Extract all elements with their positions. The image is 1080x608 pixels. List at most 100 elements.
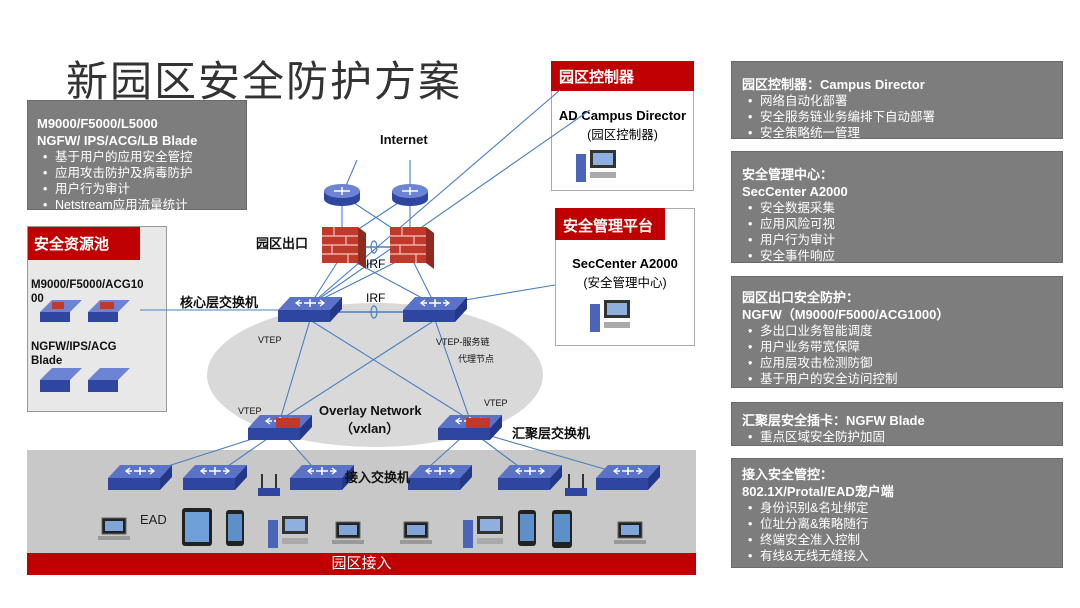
seccenter-server-icon [590, 300, 630, 332]
secmgmt-sub: (安全管理中心) [583, 276, 667, 290]
right-box-heading: 园区出口安全防护： [742, 290, 860, 305]
right-box-heading-2: 802.1X/Protal/EAD宠户端 [742, 484, 894, 499]
list-item: 安全策略统一管理 [748, 125, 1052, 141]
pool-device-icon [40, 300, 130, 322]
blade-info-box: M9000/F5000/L5000 NGFW/ IPS/ACG/LB Blade… [27, 100, 247, 213]
list-item: 安全事件响应 [748, 248, 1052, 264]
controller-header: 园区控制器 [551, 61, 694, 91]
ead-label: EAD [140, 512, 167, 527]
firewall-icon [321, 226, 367, 270]
right-box-heading: 安全管理中心： [742, 167, 834, 182]
controller-panel: 园区控制器 AD Campus Director (园区控制器) [551, 61, 694, 191]
right-box-aggregation: 汇聚层安全插卡：NGFW Blade 重点区域安全防护加固 [731, 402, 1063, 446]
security-pool-header: 安全资源池 [28, 227, 140, 260]
vtep-core-left-label: VTEP [258, 335, 282, 345]
right-box-exit: 园区出口安全防护： NGFW（M9000/F5000/ACG1000） 多出口业… [731, 276, 1063, 388]
access-switch-icon [407, 464, 473, 491]
vtep-core-right-label-2: 代理节点 [458, 354, 495, 364]
wireless-ap-icon [258, 474, 280, 496]
core-switch-icon [402, 296, 468, 323]
list-item: 基于用户的安全访问控制 [748, 371, 1052, 387]
irf-label-1: IRF [366, 257, 386, 271]
right-box-seccenter: 安全管理中心： SecCenter A2000 安全数据采集 应用风险可视 用户… [731, 151, 1063, 264]
laptop-icon [399, 521, 433, 545]
router-icon [323, 183, 361, 207]
campus-exit-label: 园区出口 [256, 236, 309, 251]
list-item: 网络自动化部署 [748, 93, 1052, 109]
blade-info-heading-2: NGFW/ IPS/ACG/LB Blade [37, 133, 198, 148]
pool-blade-icon [40, 368, 130, 392]
right-box-list: 重点区域安全防护加固 [742, 429, 1052, 445]
controller-sub: (园区控制器) [587, 128, 658, 142]
list-item: 应用攻击防护及病毒防护 [43, 165, 238, 181]
firewall-icon [389, 226, 435, 270]
phone-icon [518, 510, 536, 546]
list-item: 安全服务链业务编排下自动部署 [748, 109, 1052, 125]
right-box-heading-2: NGFW（M9000/F5000/ACG1000） [742, 307, 950, 322]
list-item: Netstream应用流量统计 [43, 197, 238, 213]
list-item: 用户行为审计 [43, 181, 238, 197]
overlay-label: Overlay Network [319, 403, 422, 418]
irf-label-2: IRF [366, 291, 386, 305]
right-box-heading-2: SecCenter A2000 [742, 184, 848, 199]
router-icon [391, 183, 429, 207]
access-switch-icon [107, 464, 173, 491]
right-box-controller: 园区控制器：Campus Director 网络自动化部署 安全服务链业务编排下… [731, 61, 1063, 141]
list-item: 身份识别&名址绑定 [748, 500, 1052, 516]
list-item: 有线&无线无缝接入 [748, 548, 1052, 564]
phone-icon [552, 510, 572, 548]
overlay-sub-label: （vxlan） [340, 421, 400, 436]
right-box-heading: 接入安全管控： [742, 467, 834, 482]
pool-label-1a: M9000/F5000/ACG10 [31, 279, 144, 291]
vtep-core-right-label: VTEP-服务链 [436, 337, 490, 347]
list-item: 多出口业务智能调度 [748, 323, 1052, 339]
list-item: 应用风险可视 [748, 216, 1052, 232]
phone-icon [226, 510, 244, 546]
internet-label: Internet [380, 132, 428, 147]
tablet-icon [182, 508, 212, 546]
access-switch-icon [595, 464, 661, 491]
right-box-heading: 园区控制器：Campus Director [742, 77, 925, 92]
pool-label-2b: Blade [31, 355, 63, 367]
controller-name: AD Campus Director [558, 108, 687, 123]
list-item: 应用层攻击检测防御 [748, 355, 1052, 371]
secmgmt-name: SecCenter A2000 [572, 256, 678, 271]
secmgmt-header: 安全管理平台 [555, 208, 665, 240]
right-box-list: 网络自动化部署 安全服务链业务编排下自动部署 安全策略统一管理 [742, 93, 1052, 141]
vtep-agg-right-label: VTEP [484, 398, 508, 408]
right-box-heading: 汇聚层安全插卡：NGFW Blade [742, 413, 925, 428]
list-item: 重点区域安全防护加固 [748, 429, 1052, 445]
list-item: 用户业务带宽保障 [748, 339, 1052, 355]
pool-label-2a: NGFW/IPS/ACG [31, 341, 117, 353]
access-switch-icon [497, 464, 563, 491]
blade-info-list: 基于用户的应用安全管控 应用攻击防护及病毒防护 用户行为审计 Netstream… [37, 149, 238, 213]
right-box-list: 多出口业务智能调度 用户业务带宽保障 应用层攻击检测防御 基于用户的安全访问控制 [742, 323, 1052, 387]
desktop-icon [463, 516, 503, 548]
laptop-icon [97, 517, 131, 541]
page-title: 新园区安全防护方案 [66, 57, 463, 106]
links [139, 89, 626, 476]
pool-label-1b: 00 [31, 293, 44, 305]
right-box-list: 安全数据采集 应用风险可视 用户行为审计 安全事件响应 [742, 200, 1052, 264]
aggregation-switch-label: 汇聚层交换机 [512, 426, 591, 441]
right-box-access: 接入安全管控： 802.1X/Protal/EAD宠户端 身份识别&名址绑定 位… [731, 458, 1063, 568]
list-item: 位址分离&策略随行 [748, 516, 1052, 532]
right-box-list: 身份识别&名址绑定 位址分离&策略随行 终端安全准入控制 有线&无线无缝接入 [742, 500, 1052, 564]
list-item: 基于用户的应用安全管控 [43, 149, 238, 165]
controller-server-icon [576, 150, 616, 182]
desktop-icon [268, 516, 308, 548]
laptop-icon [331, 521, 365, 545]
access-bar: 园区接入 [27, 553, 696, 575]
list-item: 安全数据采集 [748, 200, 1052, 216]
blade-info-heading-1: M9000/F5000/L5000 [37, 116, 158, 131]
core-switch-icon [277, 296, 343, 323]
access-switch-label: 接入交换机 [345, 470, 411, 485]
wireless-ap-icon [565, 474, 587, 496]
access-bar-label: 园区接入 [331, 555, 392, 572]
list-item: 用户行为审计 [748, 232, 1052, 248]
core-switch-label: 核心层交换机 [180, 295, 259, 310]
laptop-icon [613, 521, 647, 545]
vtep-agg-left-label: VTEP [238, 406, 262, 416]
overlay-cloud [207, 303, 543, 447]
